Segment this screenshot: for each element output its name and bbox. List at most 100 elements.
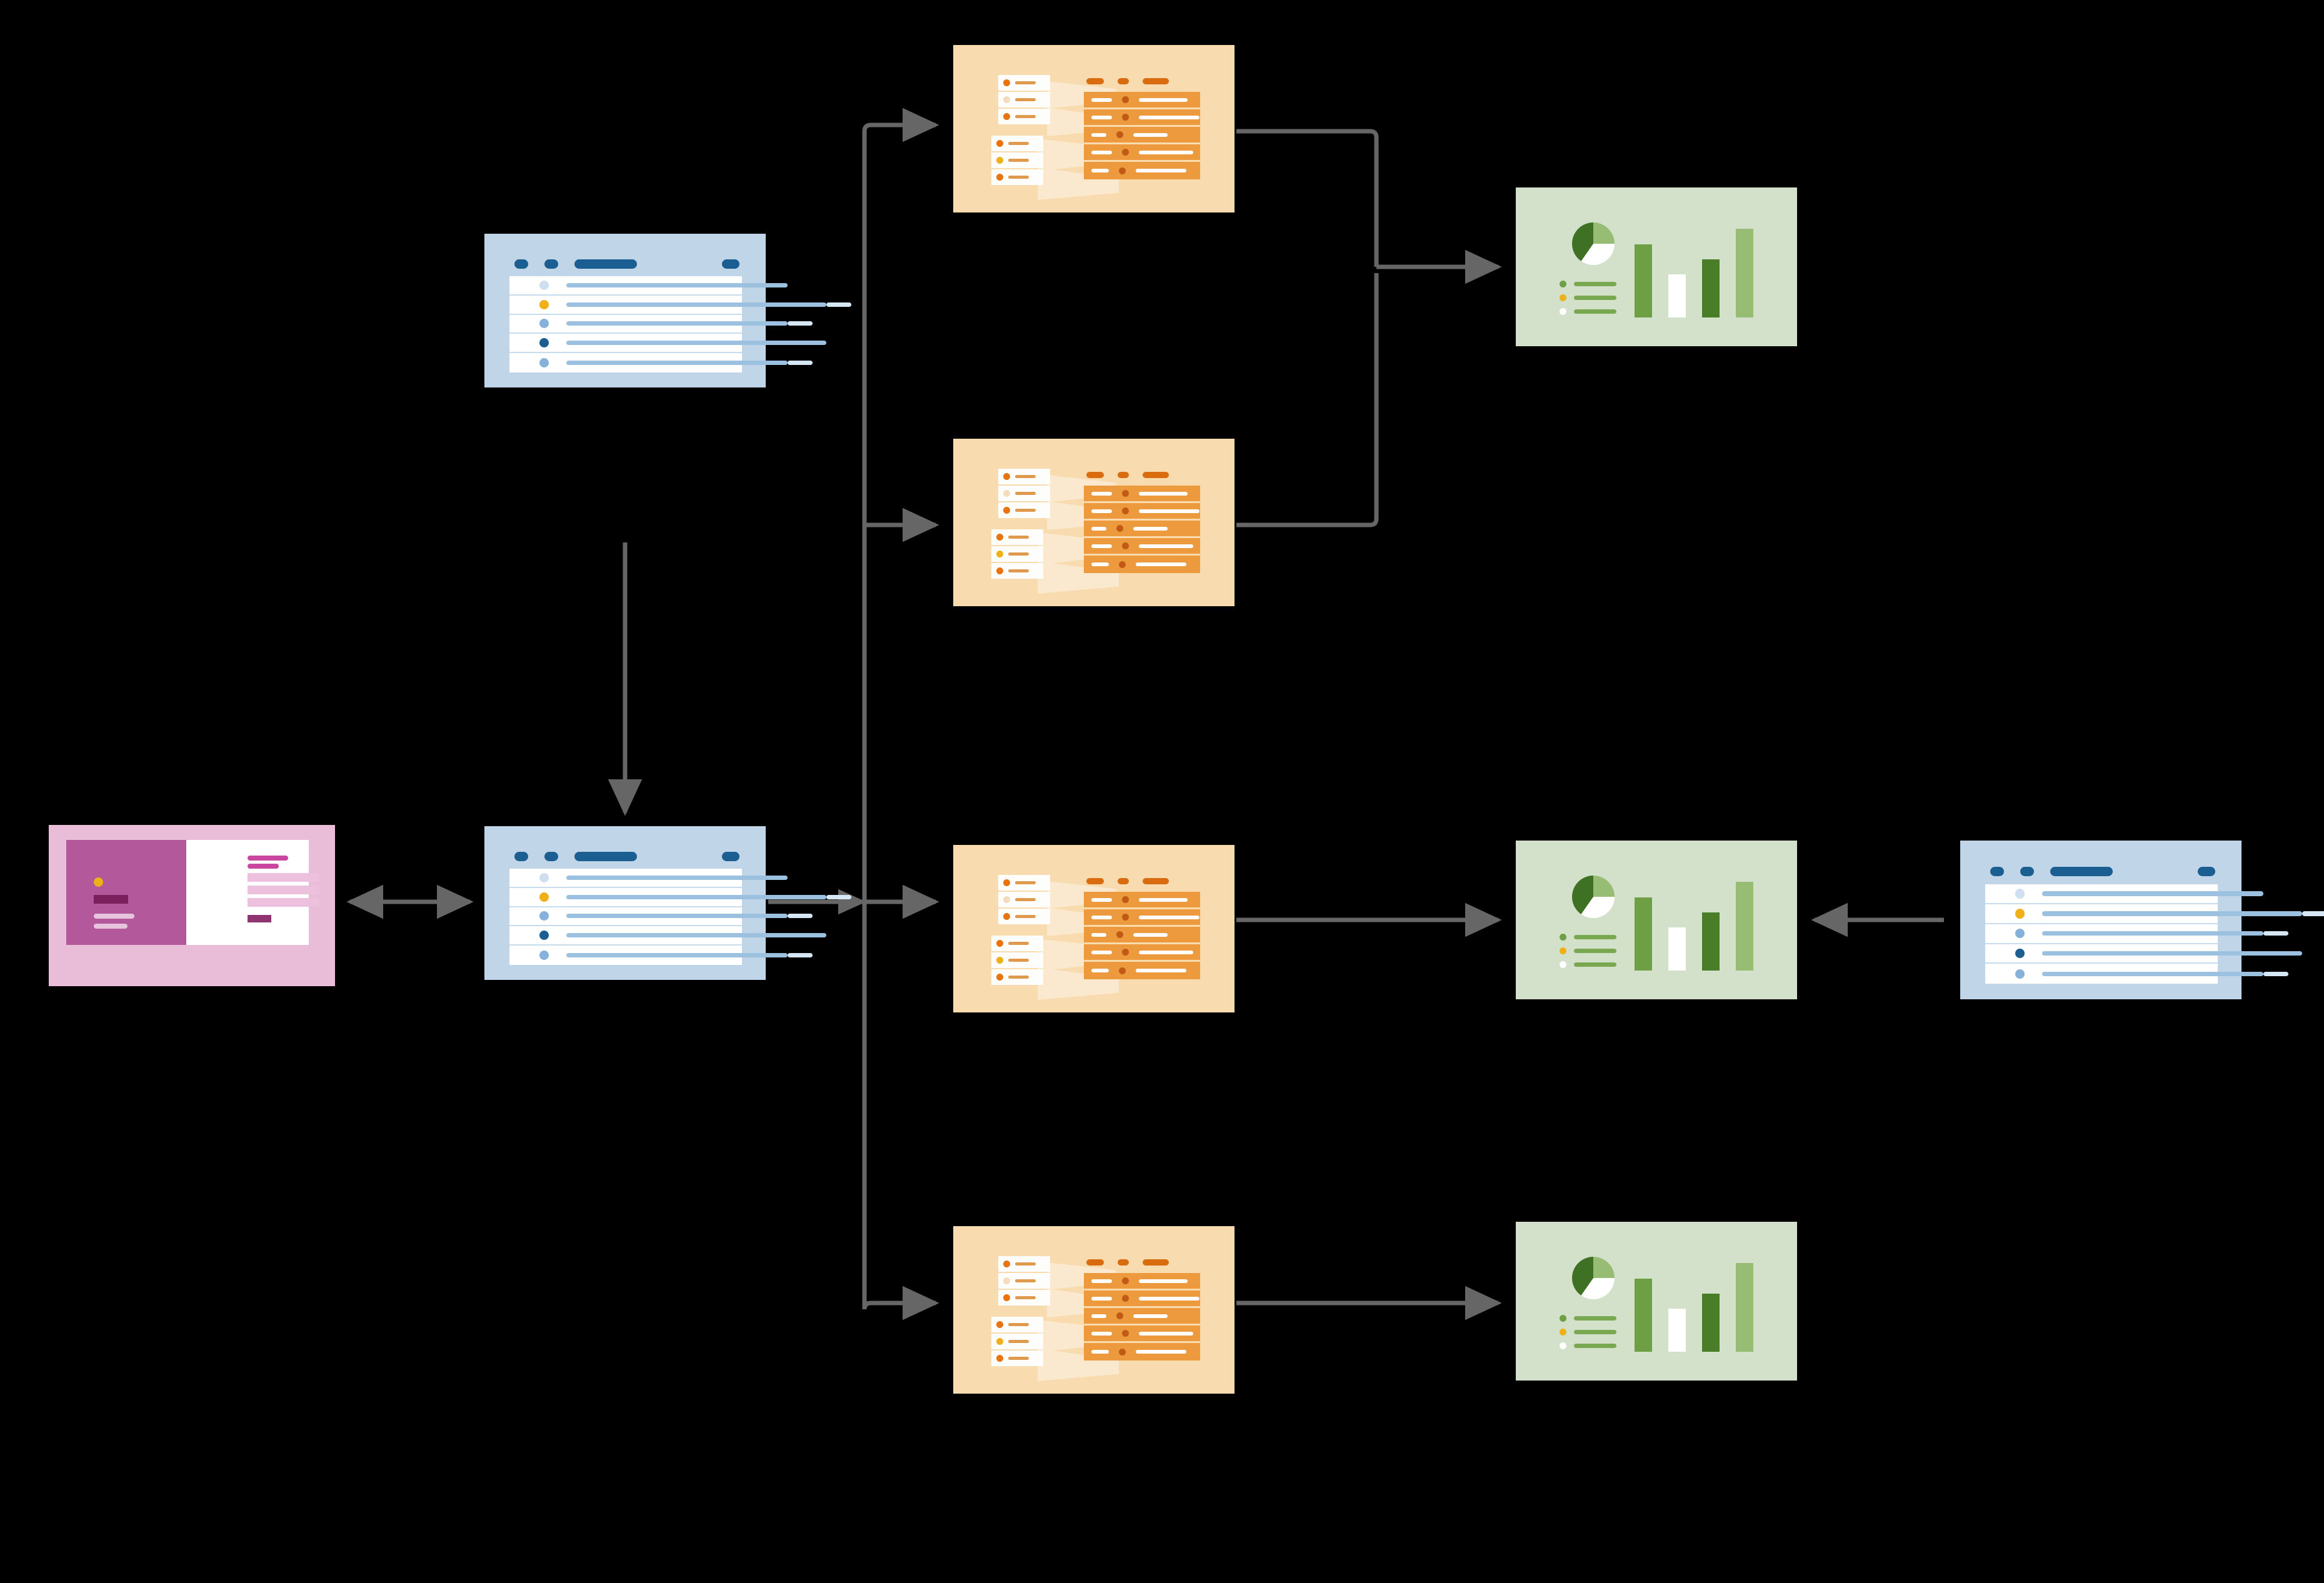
source-server-card[interactable] [991, 546, 1043, 562]
toolbar-title-pill[interactable] [574, 259, 637, 269]
list-row[interactable] [509, 276, 788, 296]
toolbar-dot-icon[interactable] [544, 259, 558, 269]
result-table-row[interactable] [1084, 1308, 1200, 1326]
list-row[interactable] [1985, 924, 2288, 944]
toolbar-action-pill[interactable] [722, 259, 739, 269]
result-table-row[interactable] [1084, 927, 1200, 944]
toolbar-dot-icon[interactable] [544, 851, 558, 861]
toolbar-dot-icon[interactable] [514, 259, 528, 269]
toolbar-action-pill[interactable] [2198, 866, 2215, 877]
list-row[interactable] [1985, 904, 2324, 924]
result-table-row[interactable] [1084, 944, 1200, 962]
source-server-card[interactable] [991, 136, 1043, 151]
list-row[interactable] [509, 926, 826, 946]
list-row[interactable] [509, 869, 788, 888]
nav-item-line[interactable] [94, 914, 135, 919]
list-row[interactable] [509, 353, 813, 372]
result-table-row[interactable] [1084, 486, 1200, 503]
source-server-card[interactable] [998, 502, 1050, 518]
result-table-row[interactable] [1084, 1326, 1200, 1343]
result-table-row[interactable] [1084, 503, 1200, 521]
result-table-row[interactable] [1084, 962, 1200, 979]
result-table-row[interactable] [1084, 538, 1200, 556]
source-server-card[interactable] [998, 109, 1050, 124]
source-server-card[interactable] [998, 1290, 1050, 1306]
result-table-row[interactable] [1084, 127, 1200, 144]
cell-status-dot-icon [1121, 914, 1129, 921]
toolbar-dot-icon[interactable] [1990, 866, 2004, 877]
nav-item-line[interactable] [94, 924, 128, 929]
server-status-dot-icon [996, 567, 1003, 574]
result-table-row[interactable] [1084, 144, 1200, 162]
panel-nav[interactable] [66, 840, 186, 945]
consumer-data-list[interactable] [1960, 841, 2324, 999]
list-row[interactable] [509, 907, 813, 927]
table-header-pill [1143, 472, 1169, 478]
toolbar-dot-icon[interactable] [2020, 866, 2034, 877]
list-rows [1985, 884, 2324, 984]
list-row[interactable] [1985, 964, 2288, 984]
toolbar-dot-icon[interactable] [514, 851, 528, 861]
etl-transform-1[interactable] [953, 45, 1235, 212]
result-table-row[interactable] [1084, 109, 1200, 127]
form-input-field[interactable] [248, 873, 320, 882]
source-server-card[interactable] [998, 892, 1050, 907]
result-table-row[interactable] [1084, 556, 1200, 573]
analytics-report-1[interactable] [1516, 187, 1797, 346]
source-server-card[interactable] [998, 1273, 1050, 1289]
analytics-report-3[interactable] [1516, 1222, 1797, 1381]
source-server-card[interactable] [991, 529, 1043, 545]
result-table-row[interactable] [1084, 521, 1200, 538]
source-server-card[interactable] [991, 952, 1043, 968]
source-server-card[interactable] [991, 152, 1043, 168]
source-server-card[interactable] [991, 1317, 1043, 1332]
result-table-row[interactable] [1084, 1291, 1200, 1308]
result-table-row[interactable] [1084, 162, 1200, 179]
analytics-report-2[interactable] [1516, 841, 1797, 999]
list-row[interactable] [509, 295, 851, 315]
source-server-card[interactable] [998, 92, 1050, 107]
source-server-card[interactable] [991, 969, 1043, 985]
source-server-card[interactable] [998, 486, 1050, 501]
configuration-panel[interactable] [49, 825, 335, 986]
source-server-card[interactable] [991, 936, 1043, 951]
server-label-bar [1015, 1262, 1036, 1266]
table-header-pill [1143, 1259, 1169, 1266]
source-server-card[interactable] [998, 875, 1050, 891]
submit-button[interactable] [248, 915, 271, 922]
selected-item-chip[interactable] [94, 895, 128, 904]
cell-bar-left [1091, 526, 1106, 531]
source-server-card[interactable] [998, 469, 1050, 484]
list-row[interactable] [509, 334, 826, 354]
result-table-row[interactable] [1084, 1273, 1200, 1291]
toolbar-action-pill[interactable] [722, 851, 739, 861]
result-table-row[interactable] [1084, 909, 1200, 927]
result-table-row[interactable] [1084, 92, 1200, 109]
list-row[interactable] [1985, 944, 2302, 964]
result-table-row[interactable] [1084, 1343, 1200, 1361]
server-label-bar [1008, 942, 1029, 945]
source-server-card[interactable] [991, 1334, 1043, 1349]
form-input-field[interactable] [248, 898, 320, 907]
form-input-field[interactable] [248, 886, 320, 894]
list-row[interactable] [509, 887, 851, 907]
source-server-card[interactable] [998, 75, 1050, 91]
list-row[interactable] [509, 946, 813, 965]
source-server-card[interactable] [991, 1351, 1043, 1366]
cell-bar-right [1138, 544, 1193, 548]
result-table-row[interactable] [1084, 892, 1200, 909]
etl-transform-4[interactable] [953, 1226, 1235, 1394]
list-row[interactable] [509, 314, 813, 334]
etl-transform-2[interactable] [953, 439, 1235, 606]
list-row[interactable] [1985, 884, 2263, 904]
source-server-card[interactable] [998, 1256, 1050, 1272]
toolbar-title-pill[interactable] [2050, 866, 2113, 877]
toolbar-title-pill[interactable] [574, 851, 637, 861]
central-data-list[interactable] [484, 826, 851, 980]
source-server-card[interactable] [998, 909, 1050, 924]
source-server-card[interactable] [991, 563, 1043, 579]
cell-status-dot-icon [1118, 167, 1126, 174]
source-data-list-top[interactable] [484, 234, 851, 387]
source-server-card[interactable] [991, 169, 1043, 185]
etl-transform-3[interactable] [953, 845, 1235, 1012]
